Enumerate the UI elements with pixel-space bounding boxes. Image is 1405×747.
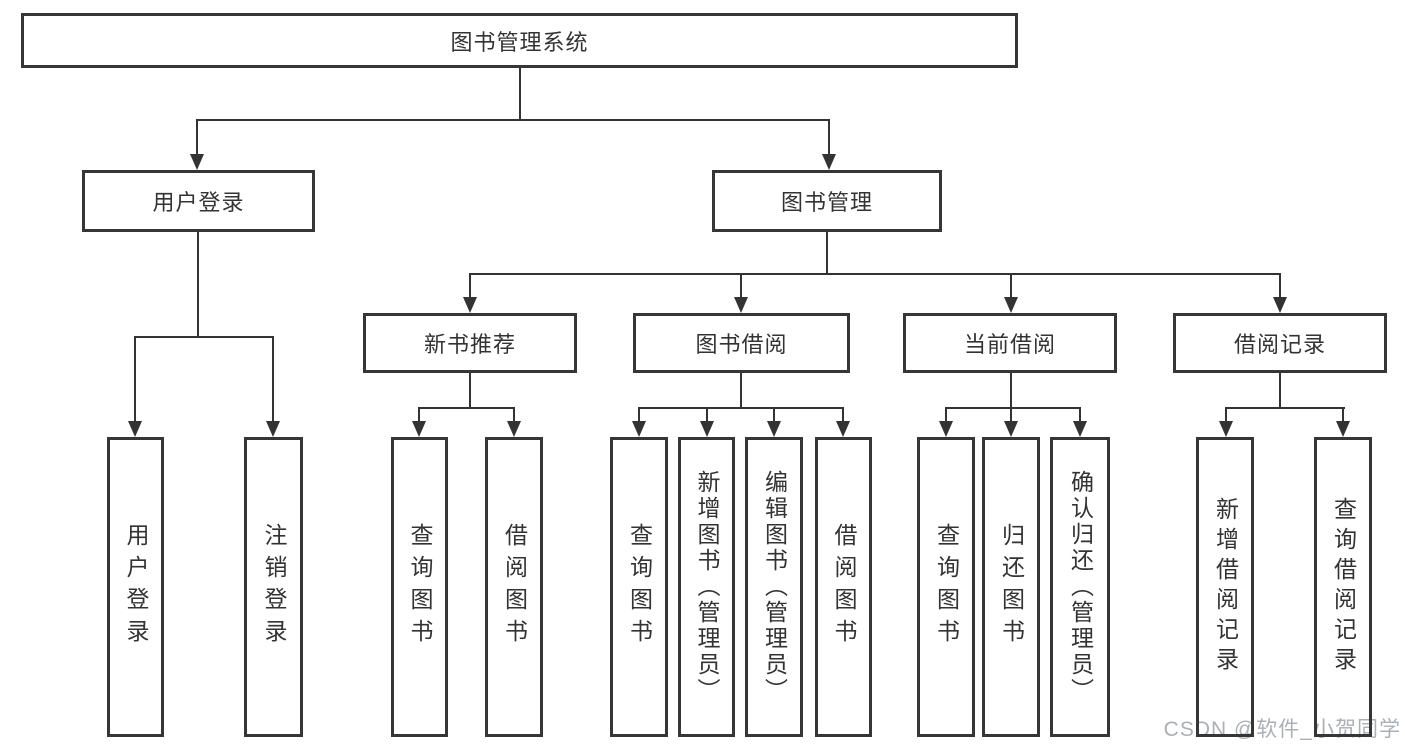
connector-line: [638, 407, 844, 409]
leaf-add-books-admin: 新增图书（管理员）: [678, 437, 735, 737]
arrow-down-icon: [822, 154, 836, 170]
arrow-down-icon: [1004, 421, 1018, 437]
arrow-down-icon: [412, 421, 426, 437]
node-label: 图书管理: [780, 190, 873, 215]
leaf-label: 新增图书（管理员）: [694, 470, 720, 704]
connector-line: [469, 273, 471, 297]
leaf-label: 借阅图书: [501, 523, 528, 651]
leaf-query-borrow-record: 查询借阅记录: [1314, 437, 1372, 737]
leaf-query-books-1: 查询图书: [391, 437, 448, 737]
connector-line: [842, 407, 844, 421]
leaf-label: 查询借阅记录: [1330, 497, 1357, 677]
leaf-query-books-2: 查询图书: [610, 437, 668, 737]
leaf-label: 确认归还（管理员）: [1067, 470, 1094, 704]
node-book-management-branch: 图书管理: [712, 170, 942, 232]
leaf-return-books: 归还图书: [982, 437, 1040, 737]
connector-line: [513, 407, 515, 421]
csdn-watermark: CSDN @软件_小贺同学: [1163, 718, 1401, 741]
node-user-login-branch: 用户登录: [82, 170, 315, 232]
connector-line: [638, 407, 640, 421]
connector-line: [1079, 407, 1081, 421]
arrow-down-icon: [190, 154, 204, 170]
arrow-down-icon: [700, 421, 714, 437]
connector-line: [945, 407, 947, 421]
connector-line: [1342, 407, 1344, 421]
leaf-label: 新增借阅记录: [1212, 497, 1239, 677]
leaf-borrow-books-1: 借阅图书: [485, 437, 543, 737]
connector-line: [740, 273, 742, 297]
leaf-label: 查询图书: [933, 523, 960, 651]
arrow-down-icon: [939, 421, 953, 437]
connector-line: [828, 119, 830, 154]
connector-line: [1279, 273, 1281, 297]
arrow-down-icon: [507, 421, 521, 437]
connector-line: [197, 232, 199, 336]
arrow-down-icon: [734, 297, 748, 313]
arrow-down-icon: [1273, 297, 1287, 313]
arrow-down-icon: [836, 421, 850, 437]
leaf-borrow-books-2: 借阅图书: [815, 437, 872, 737]
node-label: 借阅记录: [1233, 332, 1326, 357]
arrow-down-icon: [128, 421, 142, 437]
leaf-edit-books-admin: 编辑图书（管理员）: [745, 437, 803, 737]
leaf-confirm-return-admin: 确认归还（管理员）: [1050, 437, 1110, 737]
leaf-label: 归还图书: [998, 523, 1025, 651]
node-current-borrowing: 当前借阅: [903, 313, 1117, 373]
leaf-label: 查询图书: [626, 523, 653, 651]
connector-line: [469, 373, 471, 407]
connector-line: [418, 407, 420, 421]
connector-line: [134, 336, 274, 338]
node-label: 当前借阅: [963, 332, 1056, 357]
node-book-borrowing: 图书借阅: [633, 313, 850, 373]
leaf-logout: 注销登录: [244, 437, 303, 737]
connector-line: [1010, 273, 1012, 297]
connector-line: [773, 407, 775, 421]
arrow-down-icon: [463, 297, 477, 313]
node-borrowing-records: 借阅记录: [1173, 313, 1387, 373]
arrow-down-icon: [767, 421, 781, 437]
connector-line: [196, 119, 830, 121]
leaf-label: 借阅图书: [831, 523, 857, 651]
connector-line: [134, 336, 136, 421]
leaf-label: 用户登录: [123, 523, 149, 651]
connector-line: [826, 232, 828, 273]
node-label: 新书推荐: [423, 332, 516, 357]
arrow-down-icon: [1073, 421, 1087, 437]
arrow-down-icon: [1004, 297, 1018, 313]
leaf-label: 查询图书: [407, 523, 433, 651]
connector-line: [519, 68, 521, 119]
connector-line: [196, 119, 198, 154]
connector-line: [740, 373, 742, 407]
leaf-label: 注销登录: [261, 523, 287, 651]
connector-line: [1010, 407, 1012, 421]
connector-line: [1010, 373, 1012, 407]
connector-line: [1279, 373, 1281, 407]
connector-line: [469, 273, 1281, 275]
leaf-query-books-3: 查询图书: [917, 437, 975, 737]
node-label: 用户登录: [152, 190, 245, 215]
connector-line: [418, 407, 515, 409]
connector-line: [1225, 407, 1345, 409]
connector-line: [945, 407, 1081, 409]
connector-line: [272, 336, 274, 421]
node-label: 图书借阅: [695, 332, 788, 357]
arrow-down-icon: [632, 421, 646, 437]
connector-line: [1225, 407, 1227, 421]
leaf-add-borrow-record: 新增借阅记录: [1196, 437, 1254, 737]
leaf-label: 编辑图书（管理员）: [761, 470, 788, 704]
arrow-down-icon: [1219, 421, 1233, 437]
node-root: 图书管理系统: [21, 13, 1018, 68]
connector-line: [706, 407, 708, 421]
arrow-down-icon: [266, 421, 280, 437]
node-new-book-recommend: 新书推荐: [363, 313, 577, 373]
node-root-label: 图书管理系统: [450, 29, 589, 55]
arrow-down-icon: [1336, 421, 1350, 437]
leaf-user-login: 用户登录: [107, 437, 164, 737]
